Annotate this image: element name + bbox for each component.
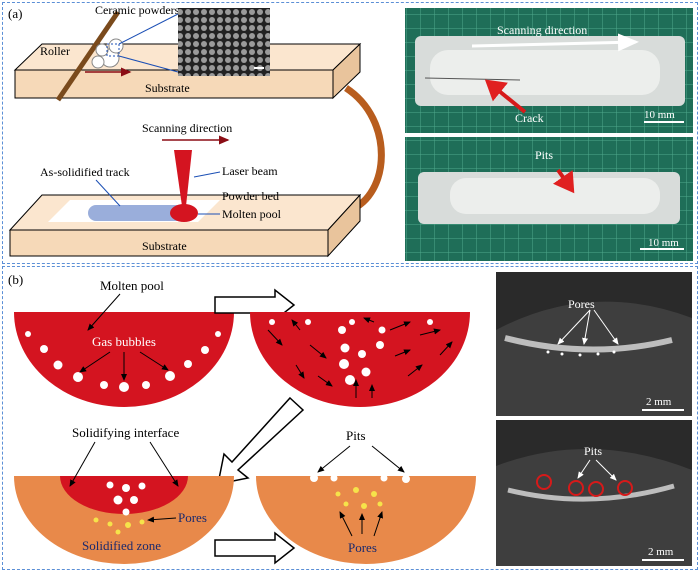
interface-pointer-left [69, 441, 96, 487]
remaining-melt [60, 476, 188, 514]
zoom-box [106, 43, 120, 57]
photo-scan-arrow [471, 33, 639, 52]
sem-top [496, 272, 692, 416]
panel-b-border [2, 266, 698, 570]
molten-pool-label: Molten pool [222, 207, 282, 221]
pits-label: Pits [346, 428, 366, 443]
solidified-zone-2 [256, 476, 476, 564]
panel-a-label: (a) [8, 6, 22, 21]
powder-sem-inset [178, 8, 270, 76]
panel-b-label: (b) [8, 272, 23, 287]
pores-pointer [147, 516, 177, 523]
powder-bed-label: Powder bed [222, 189, 279, 203]
sem-bottom-scale: 2 mm [648, 546, 674, 558]
process-curved-arrow [344, 85, 385, 214]
track-leader [95, 179, 121, 207]
inset-scale-bar [254, 67, 264, 69]
photo-pits-label: Pits [535, 148, 553, 162]
gas-bubbles-1 [25, 331, 221, 392]
solidified-zone-label: Solidified zone [82, 538, 161, 553]
pores-3 [93, 517, 145, 535]
molten-pool [170, 204, 198, 222]
crack-label: Crack [515, 111, 544, 125]
zoom-line [118, 13, 179, 45]
solidified-track [88, 205, 188, 221]
gas-bubble-pointers [79, 351, 169, 381]
photo-bottom [405, 137, 693, 261]
interface-pointer-right [149, 441, 179, 487]
ceramic-powders-label: Ceramic powders [95, 3, 180, 17]
step-arrow-3 [214, 531, 296, 565]
pits-pointer-left [317, 445, 351, 473]
pores-label-3: Pores [178, 510, 207, 525]
sem-top-scale: 2 mm [646, 396, 672, 408]
scale-bottom-label: 10 mm [648, 237, 679, 249]
pits-pointer-right [371, 445, 405, 473]
step-arrow-2 [217, 396, 305, 485]
substrate-bottom-label: Substrate [142, 239, 187, 253]
pores-label-4: Pores [348, 540, 377, 555]
molten-pool-2 [250, 312, 470, 407]
solidifying-interface-label: Solidifying interface [72, 425, 179, 440]
sem-bottom [496, 420, 692, 566]
flow-arrows [267, 317, 453, 398]
scale-top-label: 10 mm [644, 109, 675, 121]
laser-beam [174, 150, 192, 206]
crack-arrow [484, 79, 527, 114]
sem-pores-label: Pores [568, 297, 595, 311]
photo-scan-label: Scanning direction [497, 23, 587, 37]
surface-pits [310, 474, 410, 483]
pores-pointers-4 [339, 511, 383, 537]
scanning-direction-label: Scanning direction [142, 121, 232, 135]
as-solidified-track-label: As-solidified track [40, 165, 130, 179]
molten-pool-label-b: Molten pool [100, 278, 164, 293]
ceramic-powder-heap [91, 38, 124, 69]
sem-pits-label: Pits [584, 444, 602, 458]
photo-top [405, 8, 693, 133]
molten-pool-pointer [87, 293, 121, 331]
zoom-line [118, 55, 179, 73]
laser-leader [193, 171, 221, 178]
roller-label: Roller [40, 44, 70, 58]
roller [55, 10, 121, 102]
gas-bubbles-label: Gas bubbles [92, 334, 156, 349]
gas-bubbles-3 [106, 481, 146, 516]
gas-bubbles-2 [269, 319, 433, 385]
pores-4 [335, 487, 383, 509]
panel-a-border [2, 2, 698, 264]
laser-beam-label: Laser beam [222, 164, 278, 178]
pit-circles [536, 474, 633, 497]
solidified-zone-1 [14, 476, 234, 564]
substrate-top-label: Substrate [145, 81, 190, 95]
pits-arrow [552, 168, 575, 194]
